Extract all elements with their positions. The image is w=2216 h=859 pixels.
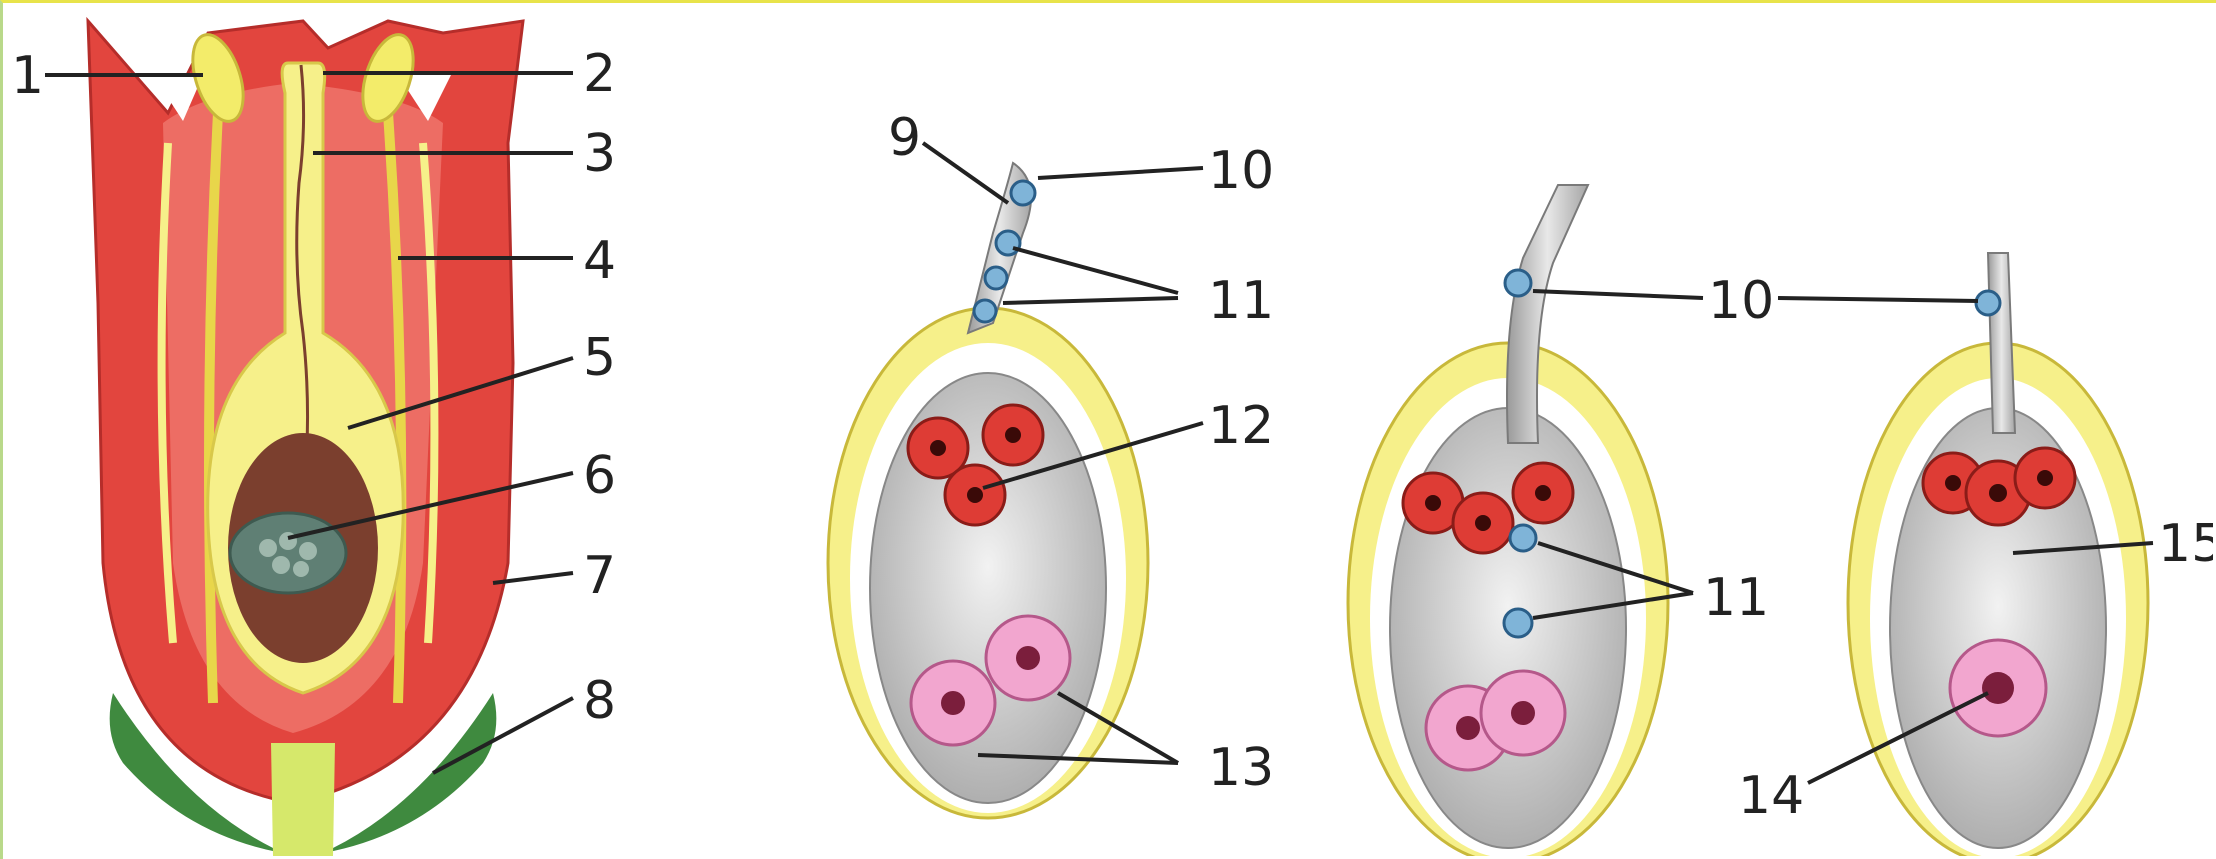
ovule [230,513,346,593]
label-10-a: 10 [1208,141,1274,201]
label-13: 13 [1208,738,1274,798]
flower-section-drawing [88,21,523,856]
label-5: 5 [583,328,616,388]
label-1: 1 [11,46,44,106]
stalk [271,743,335,856]
label-9: 9 [888,108,921,168]
label-14: 14 [1738,766,1804,826]
label-2: 2 [583,44,616,104]
label-15: 15 [2158,514,2213,574]
double-fertilization-diagram: 1 2 3 4 5 6 7 8 9 10 11 [3,3,2213,856]
label-10-b: 10 [1708,271,1774,331]
label-8: 8 [583,671,616,731]
label-12: 12 [1208,396,1274,456]
ovule-stage-3 [1848,253,2148,856]
label-4: 4 [583,231,616,291]
label-11-b: 11 [1703,568,1769,628]
label-3: 3 [583,124,616,184]
label-6: 6 [583,446,616,506]
ovule-stage-2 [1348,185,1668,856]
label-11-a: 11 [1208,271,1274,331]
label-7: 7 [583,546,616,606]
